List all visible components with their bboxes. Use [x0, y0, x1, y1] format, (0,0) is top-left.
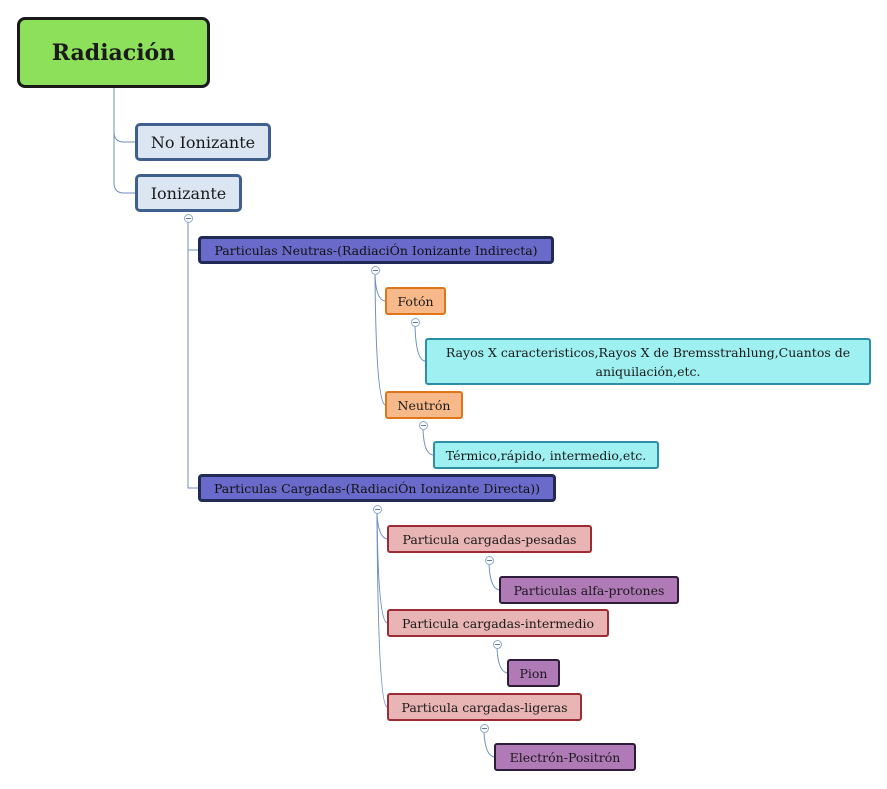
connector-ionizante-cargadas	[187, 250, 198, 489]
node-neutron-detail-label: Térmico,rápido, intermedio,etc.	[445, 447, 647, 463]
collapse-minus-icon[interactable]	[371, 266, 380, 275]
root-node-radiacion[interactable]: Radiación	[17, 17, 210, 88]
collapse-minus-icon[interactable]	[419, 421, 428, 430]
collapse-minus-icon[interactable]	[373, 505, 382, 514]
node-pesadas-detail[interactable]: Particulas alfa-protones	[499, 576, 679, 604]
node-cargadas-pesadas-label: Particula cargadas-pesadas	[402, 531, 577, 547]
node-intermedio-detail-label: Pion	[519, 665, 548, 681]
node-foton[interactable]: Fotón	[385, 287, 446, 315]
connector-ionizante-neutras	[187, 219, 198, 251]
node-ligeras-detail-label: Electrón-Positrón	[509, 749, 621, 765]
node-no-ionizante[interactable]: No Ionizante	[135, 123, 271, 161]
collapse-minus-icon[interactable]	[184, 214, 193, 223]
node-ionizante-label: Ionizante	[150, 183, 227, 203]
node-cargadas-ligeras-label: Particula cargadas-ligeras	[401, 699, 568, 715]
node-cargadas-pesadas[interactable]: Particula cargadas-pesadas	[387, 525, 592, 553]
node-particulas-cargadas[interactable]: Particulas Cargadas-(RadiaciÓn Ionizante…	[198, 474, 556, 502]
node-neutron-detail[interactable]: Térmico,rápido, intermedio,etc.	[433, 441, 659, 469]
connector-neutras-neutron	[374, 274, 386, 406]
root-label: Radiación	[51, 39, 176, 66]
node-pesadas-detail-label: Particulas alfa-protones	[513, 582, 665, 598]
node-particulas-neutras-label: Particulas Neutras-(RadiaciÓn Ionizante …	[214, 242, 538, 258]
node-intermedio-detail[interactable]: Pion	[507, 659, 560, 687]
connector-intermedio-detail	[496, 647, 508, 674]
collapse-minus-icon[interactable]	[493, 640, 502, 649]
node-foton-detail[interactable]: Rayos X caracteristicos,Rayos X de Brems…	[425, 338, 871, 385]
node-particulas-cargadas-label: Particulas Cargadas-(RadiaciÓn Ionizante…	[213, 480, 541, 496]
node-ionizante[interactable]: Ionizante	[135, 174, 242, 212]
collapse-minus-icon[interactable]	[485, 556, 494, 565]
node-particulas-neutras[interactable]: Particulas Neutras-(RadiaciÓn Ionizante …	[198, 236, 554, 264]
connector-ligeras-detail	[483, 731, 495, 758]
node-cargadas-ligeras[interactable]: Particula cargadas-ligeras	[387, 693, 582, 721]
node-ligeras-detail[interactable]: Electrón-Positrón	[494, 743, 636, 771]
connector-root-ionizante	[113, 132, 135, 194]
connector-pesadas-detail	[488, 563, 500, 591]
connector-neutras-foton	[374, 274, 386, 302]
collapse-minus-icon[interactable]	[480, 724, 489, 733]
node-neutron-label: Neutrón	[397, 397, 451, 413]
connector-cargadas-ligeras	[376, 512, 388, 708]
connector-foton-detail	[414, 325, 426, 362]
node-foton-label: Fotón	[397, 293, 434, 309]
collapse-minus-icon[interactable]	[411, 318, 420, 327]
connector-root-no-ionizante	[113, 88, 135, 143]
node-neutron[interactable]: Neutrón	[385, 391, 463, 419]
connector-neutron-detail	[422, 429, 434, 456]
node-no-ionizante-label: No Ionizante	[150, 132, 256, 152]
node-cargadas-intermedio[interactable]: Particula cargadas-intermedio	[387, 609, 609, 637]
node-cargadas-intermedio-label: Particula cargadas-intermedio	[402, 615, 594, 631]
connector-cargadas-pesadas	[376, 512, 388, 540]
node-foton-detail-label: Rayos X caracteristicos,Rayos X de Brems…	[445, 344, 851, 379]
